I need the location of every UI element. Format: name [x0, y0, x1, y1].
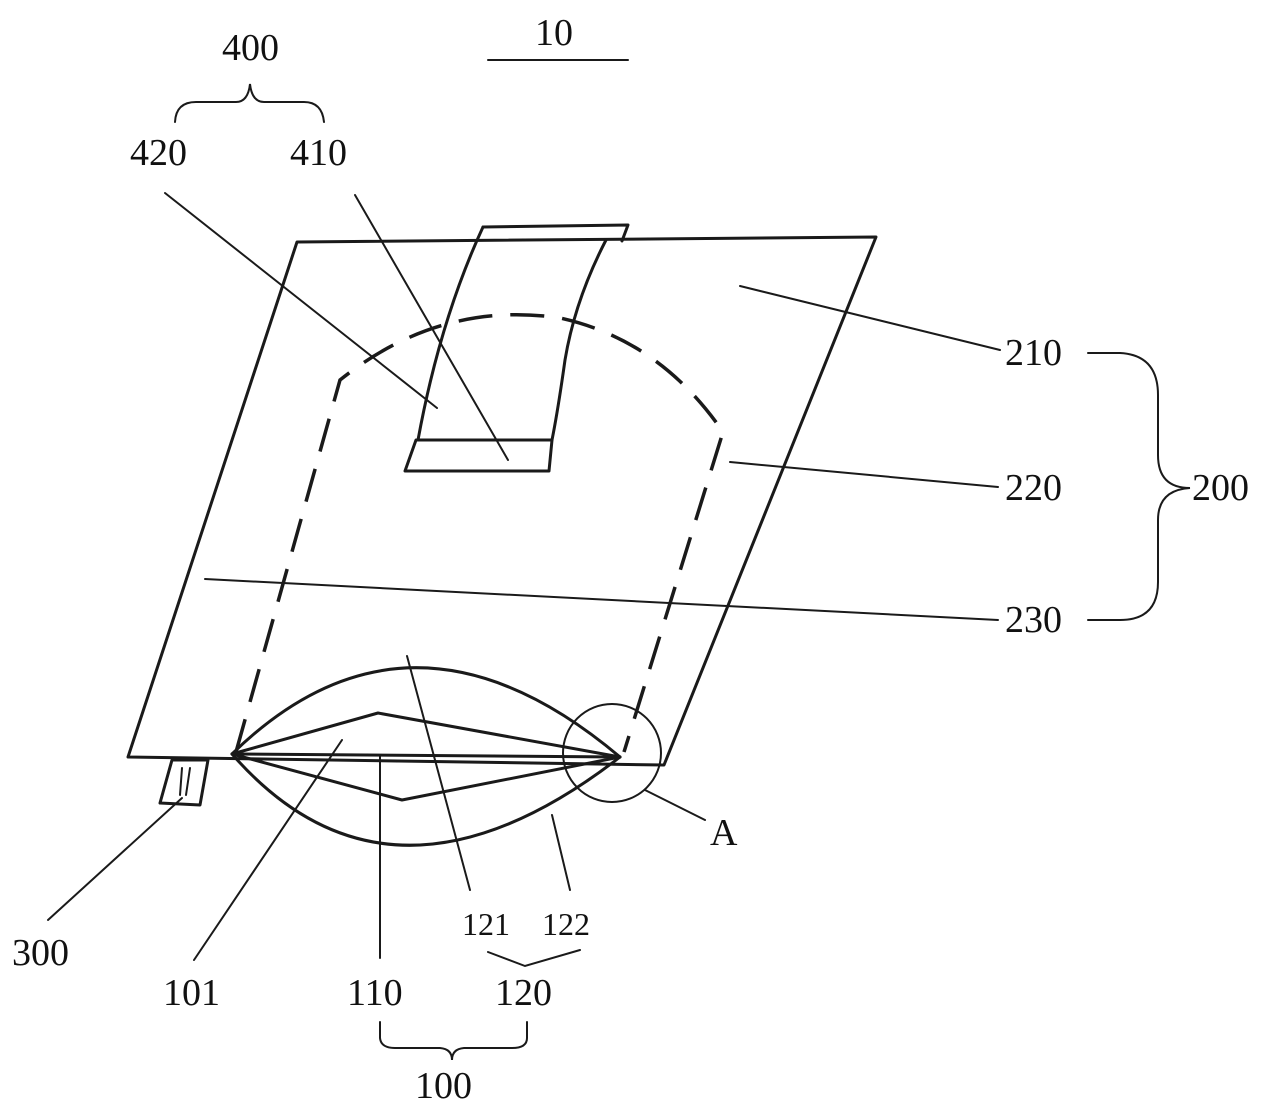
label-120: 120 — [495, 972, 552, 1014]
figure-number: 10 — [535, 12, 573, 54]
label-121: 121 — [462, 906, 510, 942]
label-410: 410 — [290, 132, 347, 174]
detail-circle-a — [562, 703, 662, 803]
leader-410 — [354, 194, 509, 461]
sheet-outline — [126, 235, 878, 767]
leader-220 — [729, 461, 999, 488]
label-210: 210 — [1005, 332, 1062, 374]
label-420: 420 — [130, 132, 187, 174]
strap-right-edge — [550, 238, 608, 442]
leader-122 — [551, 814, 571, 891]
tab-mark-2 — [185, 767, 191, 796]
label-101: 101 — [163, 972, 220, 1014]
tab-300 — [158, 758, 210, 807]
label-230: 230 — [1005, 599, 1062, 641]
inner-dashed-region-220 — [234, 312, 725, 753]
leader-210 — [739, 285, 1001, 351]
center-line-110 — [230, 752, 622, 759]
label-200: 200 — [1192, 467, 1249, 509]
leader-121 — [406, 655, 471, 891]
leader-230 — [204, 578, 999, 621]
brace-100 — [379, 1021, 528, 1061]
brace-200 — [1119, 352, 1191, 621]
inner-line-top-121 — [230, 711, 622, 759]
leader-300 — [47, 797, 183, 921]
outer-curve-bottom-122 — [230, 752, 622, 847]
label-122: 122 — [542, 906, 590, 942]
label-300: 300 — [12, 932, 69, 974]
brace-120 — [487, 949, 581, 968]
outer-curve-top-122 — [230, 666, 622, 759]
label-110: 110 — [347, 972, 403, 1014]
strap-top-edge — [481, 223, 630, 243]
label-a: A — [710, 812, 738, 854]
leader-101 — [193, 739, 343, 961]
tab-mark-1 — [179, 767, 183, 796]
label-100: 100 — [415, 1065, 472, 1107]
label-400: 400 — [222, 27, 279, 69]
strap-left-edge — [416, 225, 485, 442]
leader-a — [644, 789, 706, 821]
brace-400 — [174, 83, 325, 123]
label-220: 220 — [1005, 467, 1062, 509]
strap-end-410 — [403, 438, 554, 473]
inner-line-bottom-121 — [230, 752, 622, 802]
leader-420 — [164, 192, 438, 409]
